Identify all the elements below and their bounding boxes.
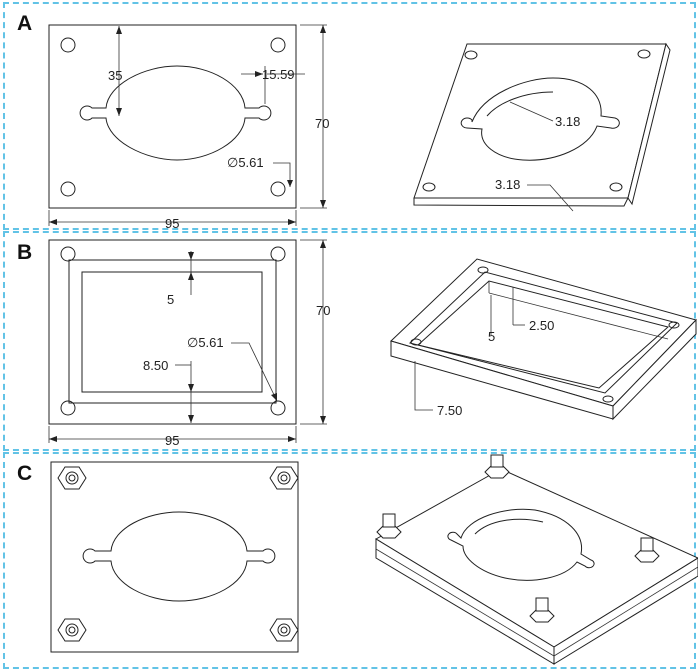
panel-label-a: A <box>17 12 33 35</box>
iso-frame-hole-left <box>410 338 422 346</box>
iso-plate-side-edge <box>627 42 671 206</box>
dim-frame-hole-arrow <box>271 393 277 401</box>
panel-a-drawing: 35 15.59 70 95 ∅5.61 3.1 <box>48 24 671 231</box>
iso-hole-br <box>609 182 623 192</box>
iso-frame-side <box>612 318 697 421</box>
dim-5-arrow-bottom <box>188 272 194 280</box>
panel-c-drawing <box>50 454 698 665</box>
hex-nut-br <box>269 618 299 642</box>
mount-hole-br <box>270 181 286 197</box>
dim-frame-hole-text: ∅5.61 <box>187 335 224 350</box>
panel-b: B 5 8.50 ∅5.61 70 95 <box>3 231 697 451</box>
dim-b70-arrow-top <box>320 240 326 248</box>
frame-outline <box>48 239 297 425</box>
iso-assembly-cutout <box>447 508 595 581</box>
frame-hole-tr <box>270 246 286 262</box>
dim-95-arrow-right <box>288 219 296 225</box>
mount-hole-tr <box>270 37 286 53</box>
dim-35-arrow-top <box>116 26 122 34</box>
dim-b70-arrow-bottom <box>320 416 326 424</box>
iso-bolt-front <box>529 597 555 623</box>
dim-iso-edge-text: 3.18 <box>495 177 520 192</box>
dim-b95-arrow-right <box>288 436 296 442</box>
iso-assembly-split-side <box>553 566 698 657</box>
iso-plate-top <box>413 43 667 199</box>
dim-5-arrow-top <box>188 252 194 260</box>
dim-iso-edge-leader <box>527 184 574 212</box>
iso-assembly-split-front <box>375 548 555 657</box>
plate-outline <box>48 24 297 209</box>
iso-frame-floor-back <box>488 292 669 340</box>
iso-plate-front-edge <box>413 197 629 207</box>
dim-70-arrow-bottom <box>320 200 326 208</box>
dim-95-text: 95 <box>165 216 179 231</box>
dim-850-text: 8.50 <box>143 358 168 373</box>
dim-iso-inner-leader <box>509 101 554 122</box>
dim-iso-step-text: 2.50 <box>529 318 554 333</box>
iso-hole-tr <box>637 49 651 59</box>
iso-assembly-side <box>553 557 698 665</box>
dim-hole-leader <box>273 162 291 187</box>
dim-iso-depth-leader <box>414 361 433 411</box>
dim-iso-wall-text: 5 <box>488 329 495 344</box>
iso-frame-step <box>416 280 670 389</box>
hex-nut-tr <box>269 466 299 490</box>
dim-35-arrow-bottom <box>116 108 122 116</box>
hex-nut-tl <box>57 466 87 490</box>
iso-frame-hole-right <box>668 321 680 329</box>
dim-b70-text: 70 <box>316 303 330 318</box>
panel-label-b: B <box>17 241 33 264</box>
dim-850-arrow-top <box>188 384 194 392</box>
dim-b95-text: 95 <box>165 433 179 448</box>
iso-cutout-inner-wall <box>486 91 554 117</box>
dim-lobe-text: 15.59 <box>262 67 295 82</box>
iso-frame-hole-front <box>602 395 614 403</box>
iso-hole-bl <box>422 182 436 192</box>
assembly-plate <box>50 461 299 653</box>
frame-hole-bl <box>60 400 76 416</box>
iso-bolt-right <box>634 537 660 563</box>
dim-hole-arrow <box>287 180 293 187</box>
panel-c: C <box>3 452 698 669</box>
frame-step <box>68 259 277 404</box>
panel-label-c: C <box>17 462 33 485</box>
hex-nut-bl <box>57 618 87 642</box>
iso-bolt-left <box>376 513 402 539</box>
iso-bolt-back <box>484 454 510 479</box>
dim-5-text: 5 <box>167 292 174 307</box>
mount-hole-bl <box>60 181 76 197</box>
dim-35-text: 35 <box>108 68 122 83</box>
iso-hole-tl <box>464 50 478 60</box>
assembly-ellipse-cutout <box>82 511 276 602</box>
iso-frame-inner-top <box>408 271 678 394</box>
dim-70-text: 70 <box>315 116 329 131</box>
dim-70-arrow-top <box>320 25 326 33</box>
frame-window <box>81 271 263 393</box>
dim-frame-hole-leader <box>231 342 278 402</box>
panel-b-drawing: 5 8.50 ∅5.61 70 95 <box>48 239 697 448</box>
dim-iso-inner-text: 3.18 <box>555 114 580 129</box>
frame-hole-br <box>270 400 286 416</box>
dim-hole-text: ∅5.61 <box>227 155 264 170</box>
panel-a: A 35 15.59 70 95 ∅5.61 <box>3 2 696 231</box>
frame-hole-tl <box>60 246 76 262</box>
dim-850-arrow-bottom <box>188 415 194 423</box>
iso-frame-hole-back <box>477 266 489 274</box>
dim-lobe-arrow <box>255 71 263 77</box>
dim-b95-arrow-left <box>49 436 57 442</box>
mount-hole-tl <box>60 37 76 53</box>
dim-95-arrow-left <box>49 219 57 225</box>
iso-assembly-cutout-wall <box>474 518 544 535</box>
dim-iso-depth-text: 7.50 <box>437 403 462 418</box>
ellipse-cutout <box>79 65 272 161</box>
iso-ellipse-cutout <box>460 77 620 161</box>
